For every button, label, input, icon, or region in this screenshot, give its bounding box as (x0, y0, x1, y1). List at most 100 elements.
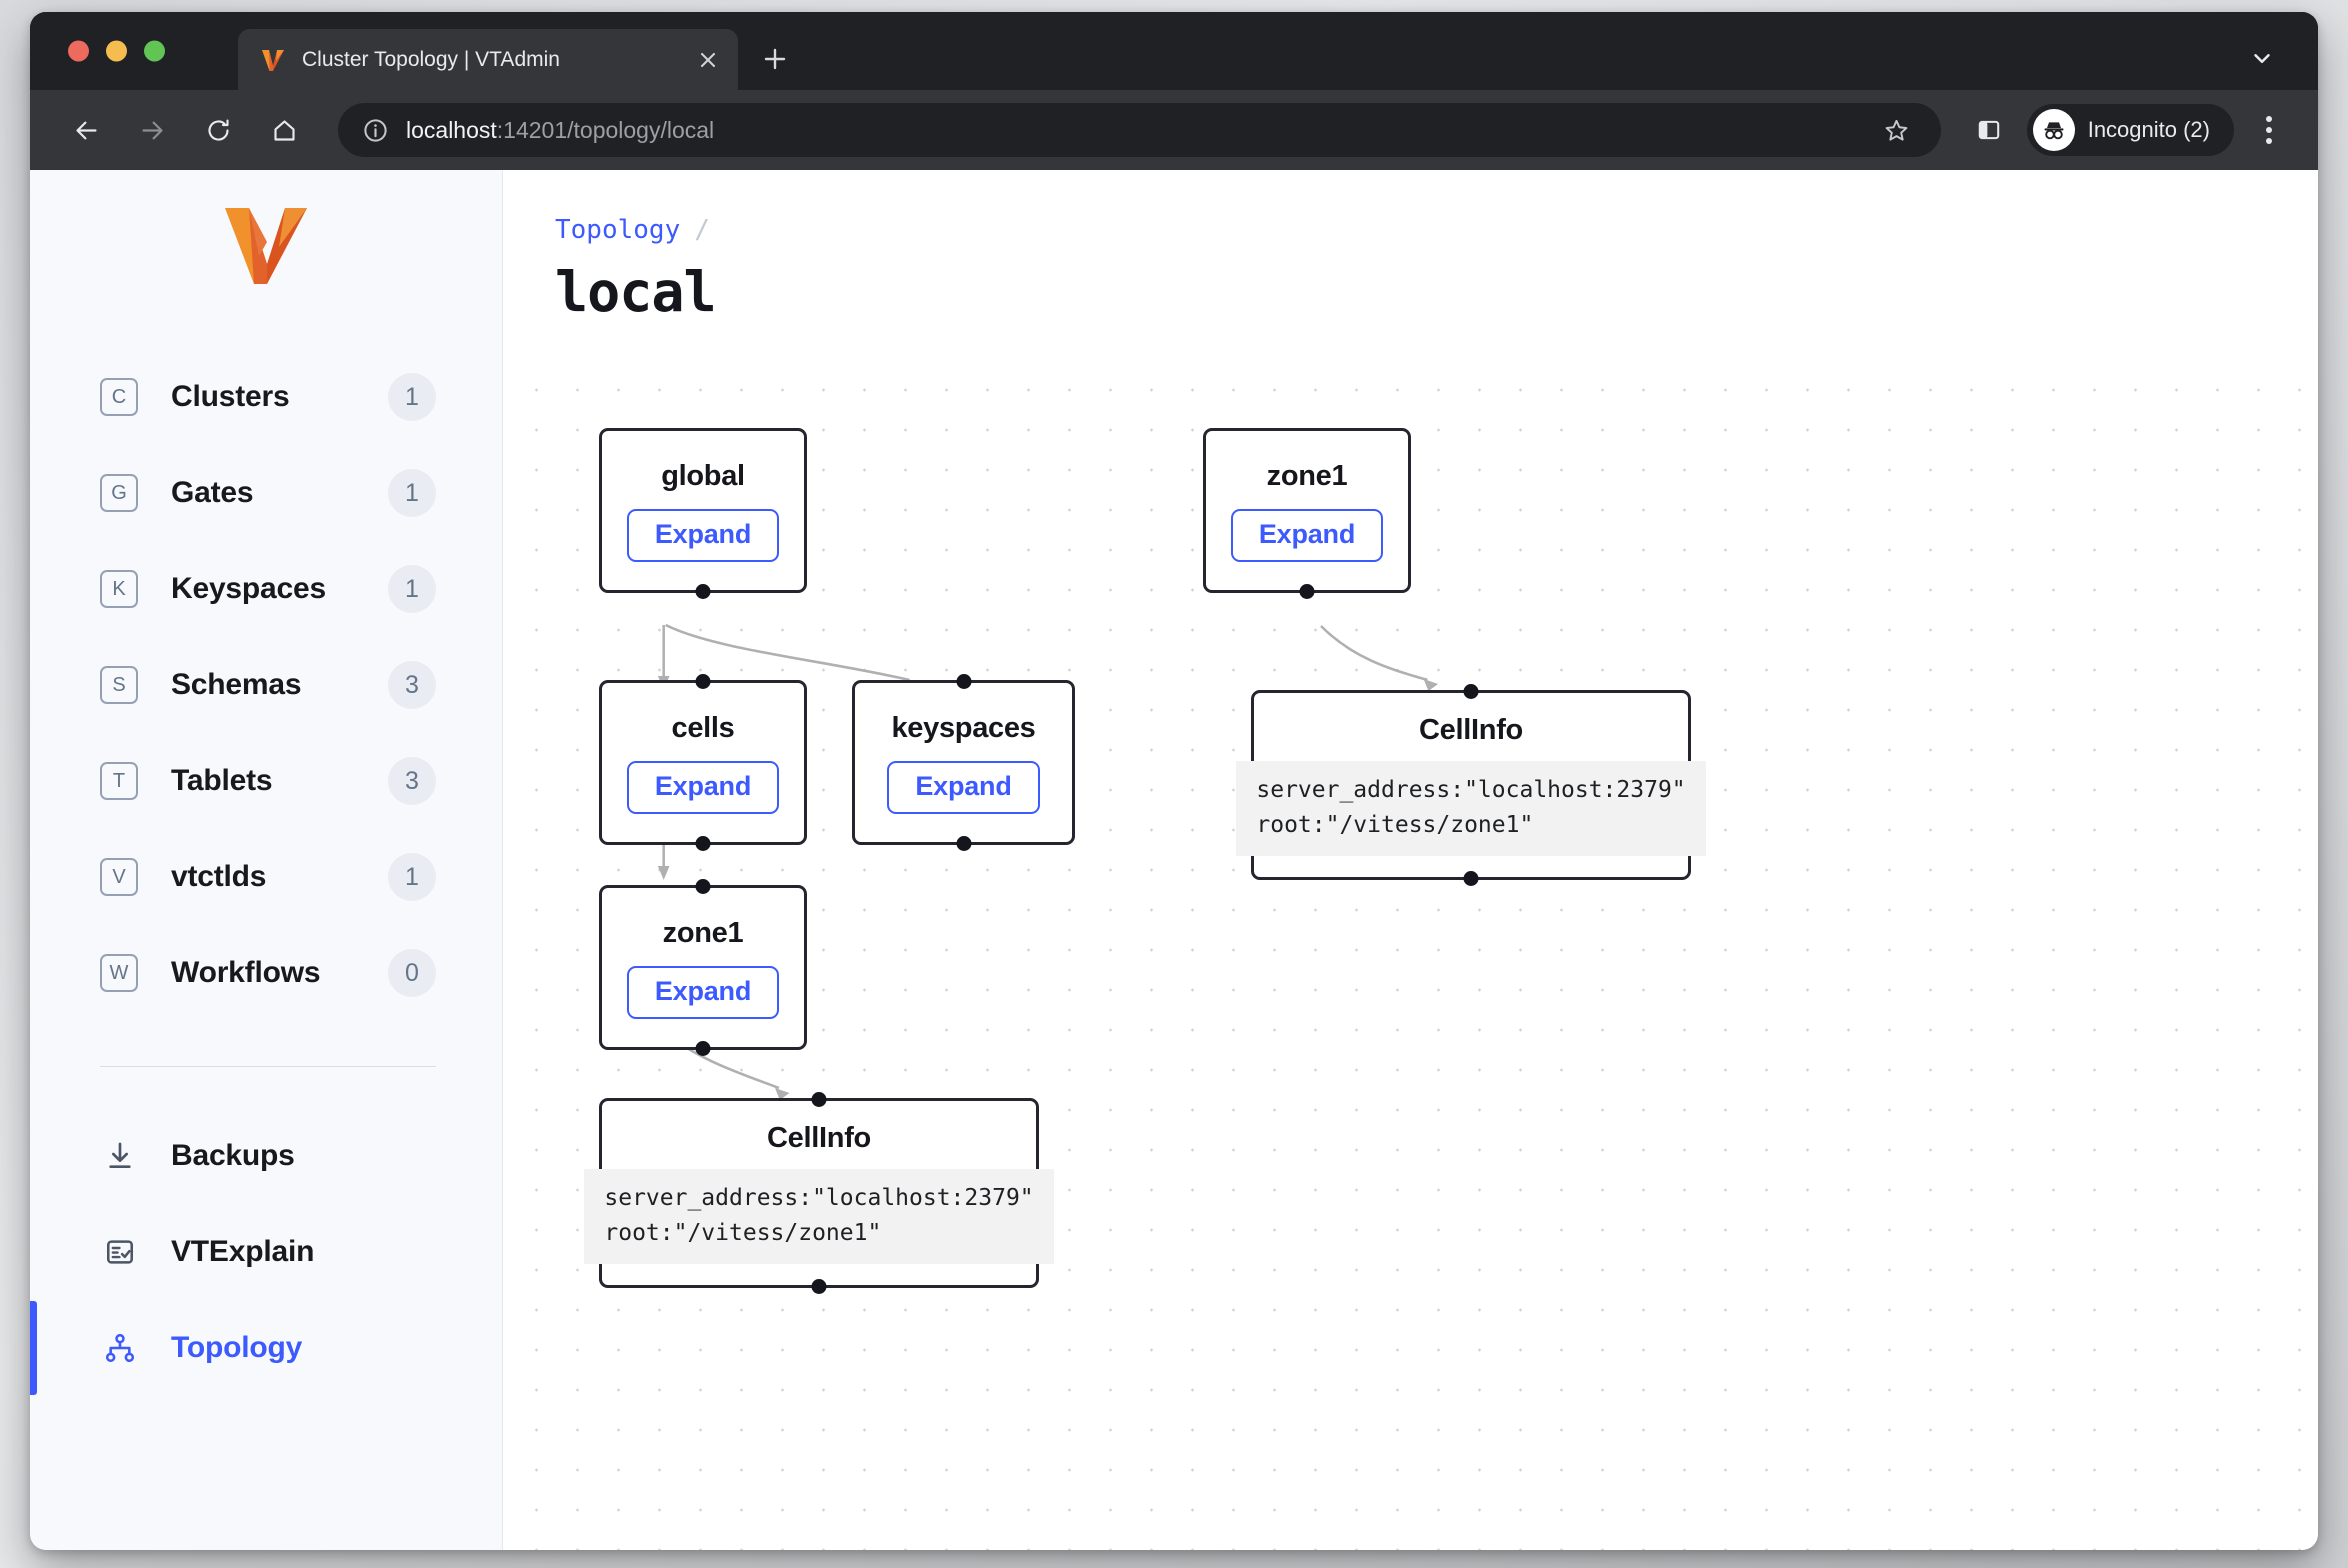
sidebar-item-workflows[interactable]: W Workflows 0 (100, 940, 436, 1006)
maximize-window-button[interactable] (144, 41, 165, 62)
chevron-down-icon[interactable] (2240, 38, 2284, 78)
sidebar-item-label: VTExplain (171, 1235, 436, 1269)
sidebar-item-count: 0 (388, 949, 436, 997)
graph-node-global[interactable]: global Expand (599, 428, 807, 593)
node-handle-bottom[interactable] (696, 1041, 711, 1056)
url-host: localhost (406, 117, 497, 143)
node-title: zone1 (1267, 460, 1348, 493)
sidebar-secondary-nav: Backups VTExplain (30, 1123, 502, 1381)
graph-node-cellinfo-left[interactable]: CellInfo server_address:"localhost:2379"… (599, 1098, 1039, 1288)
breadcrumb-separator: / (694, 215, 710, 245)
graph-node-zone1-left[interactable]: zone1 Expand (599, 885, 807, 1050)
graph-node-keyspaces[interactable]: keyspaces Expand (852, 680, 1075, 845)
sidebar-item-count: 3 (388, 757, 436, 805)
sidebar-item-backups[interactable]: Backups (100, 1123, 436, 1189)
info-circle-icon[interactable] (362, 117, 389, 144)
window-controls (68, 41, 165, 62)
sidebar-item-vtctlds[interactable]: V vtctlds 1 (100, 844, 436, 910)
home-icon[interactable] (258, 104, 310, 156)
minimize-window-button[interactable] (106, 41, 127, 62)
download-icon (100, 1136, 140, 1176)
expand-button[interactable]: Expand (627, 966, 779, 1019)
node-handle-top[interactable] (1464, 684, 1479, 699)
workflows-letter-icon: W (100, 954, 138, 992)
node-title: zone1 (663, 917, 744, 950)
sidebar-item-schemas[interactable]: S Schemas 3 (100, 652, 436, 718)
sidebar-item-count: 1 (388, 373, 436, 421)
node-handle-bottom[interactable] (696, 584, 711, 599)
cellinfo-code-block: server_address:"localhost:2379" root:"/v… (584, 1169, 1053, 1265)
node-handle-bottom[interactable] (1300, 584, 1315, 599)
breadcrumb-topology-link[interactable]: Topology (555, 215, 680, 245)
explain-icon (100, 1232, 140, 1272)
page-title: local (555, 260, 716, 324)
schemas-letter-icon: S (100, 666, 138, 704)
node-handle-bottom[interactable] (956, 836, 971, 851)
graph-node-zone1-right[interactable]: zone1 Expand (1203, 428, 1411, 593)
keyspaces-letter-icon: K (100, 570, 138, 608)
sidebar-item-count: 1 (388, 469, 436, 517)
sidebar-item-keyspaces[interactable]: K Keyspaces 1 (100, 556, 436, 622)
vitess-logo-icon[interactable] (30, 206, 502, 286)
incognito-icon (2033, 109, 2075, 151)
sidebar-item-label: Clusters (171, 380, 388, 414)
breadcrumb: Topology / (555, 215, 710, 245)
clusters-letter-icon: C (100, 378, 138, 416)
browser-toolbar: localhost:14201/topology/local (30, 90, 2318, 170)
node-handle-top[interactable] (696, 674, 711, 689)
sidebar-item-label: Keyspaces (171, 572, 388, 606)
sidebar-item-clusters[interactable]: C Clusters 1 (100, 364, 436, 430)
graph-node-cells[interactable]: cells Expand (599, 680, 807, 845)
node-handle-top[interactable] (812, 1092, 827, 1107)
gates-letter-icon: G (100, 474, 138, 512)
vtctlds-letter-icon: V (100, 858, 138, 896)
cellinfo-code-block: server_address:"localhost:2379" root:"/v… (1236, 761, 1705, 857)
profile-label: Incognito (2) (2088, 117, 2210, 143)
sidebar-primary-nav: C Clusters 1 G Gates 1 K Keyspaces 1 S S… (30, 364, 502, 1006)
sidebar-item-count: 1 (388, 853, 436, 901)
reload-icon[interactable] (192, 104, 244, 156)
sidebar-item-label: Workflows (171, 956, 388, 990)
expand-button[interactable]: Expand (627, 761, 779, 814)
sidebar-item-vtexplain[interactable]: VTExplain (100, 1219, 436, 1285)
browser-tab[interactable]: Cluster Topology | VTAdmin (238, 29, 738, 90)
kebab-menu-icon[interactable] (2246, 107, 2292, 153)
profile-button[interactable]: Incognito (2) (2027, 104, 2234, 156)
sidebar-item-tablets[interactable]: T Tablets 3 (100, 748, 436, 814)
forward-arrow-icon[interactable] (126, 104, 178, 156)
star-icon[interactable] (1875, 108, 1919, 152)
sidebar-item-label: Gates (171, 476, 388, 510)
back-arrow-icon[interactable] (60, 104, 112, 156)
tablets-letter-icon: T (100, 762, 138, 800)
address-bar[interactable]: localhost:14201/topology/local (338, 103, 1941, 157)
graph-node-cellinfo-right[interactable]: CellInfo server_address:"localhost:2379"… (1251, 690, 1691, 880)
node-handle-bottom[interactable] (812, 1279, 827, 1294)
expand-button[interactable]: Expand (627, 509, 779, 562)
browser-window: Cluster Topology | VTAdmin (30, 12, 2318, 1550)
new-tab-button[interactable] (752, 36, 798, 82)
sidebar-item-label: Tablets (171, 764, 388, 798)
close-window-button[interactable] (68, 41, 89, 62)
close-icon[interactable] (688, 40, 728, 80)
node-handle-bottom[interactable] (1464, 871, 1479, 886)
tab-title: Cluster Topology | VTAdmin (302, 48, 688, 72)
node-handle-top[interactable] (696, 879, 711, 894)
side-panel-icon[interactable] (1965, 106, 2013, 154)
url-path: :14201/topology/local (497, 117, 714, 143)
sidebar-item-gates[interactable]: G Gates 1 (100, 460, 436, 526)
expand-button[interactable]: Expand (1231, 509, 1383, 562)
node-title: keyspaces (891, 712, 1035, 745)
node-title: CellInfo (767, 1122, 871, 1155)
topology-graph-canvas[interactable]: global Expand cells Expand keyspaces Exp… (503, 360, 2318, 1550)
node-title: CellInfo (1419, 714, 1523, 747)
node-handle-top[interactable] (956, 674, 971, 689)
topology-icon (100, 1328, 140, 1368)
sidebar-item-label: vtctlds (171, 860, 388, 894)
sidebar-item-topology[interactable]: Topology (100, 1315, 436, 1381)
expand-button[interactable]: Expand (887, 761, 1039, 814)
node-title: global (661, 460, 745, 493)
sidebar-item-label: Topology (171, 1331, 436, 1365)
vitess-v-logo-icon (260, 47, 286, 73)
node-handle-bottom[interactable] (696, 836, 711, 851)
url-text: localhost:14201/topology/local (406, 117, 714, 144)
